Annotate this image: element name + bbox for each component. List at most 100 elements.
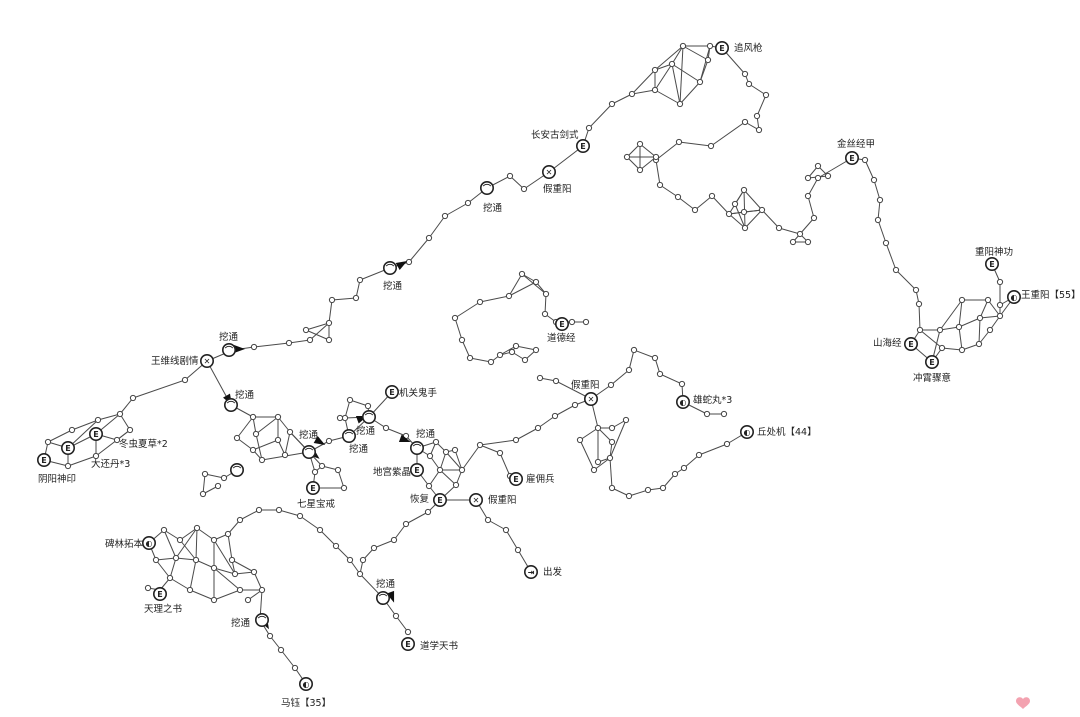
path-node <box>274 436 282 444</box>
path-node <box>166 574 174 582</box>
path-node <box>334 466 342 474</box>
dig-marker-icon[interactable]: ⌒ <box>224 397 239 412</box>
path-edge <box>508 281 537 297</box>
dig-marker-icon[interactable]: ⌒ <box>341 428 356 443</box>
path-node <box>502 526 510 534</box>
path-edge <box>239 509 260 521</box>
equip-marker-icon[interactable]: E <box>844 151 859 166</box>
path-node <box>810 214 818 222</box>
path-node <box>186 586 194 594</box>
dig-marker-icon[interactable]: ⌒ <box>222 342 237 357</box>
path-node <box>625 492 633 500</box>
path-node <box>356 570 364 578</box>
dig-marker-icon[interactable]: ⌒ <box>375 590 390 605</box>
path-node <box>296 512 304 520</box>
path-edge <box>132 379 186 399</box>
path-edge <box>734 203 746 229</box>
path-edge <box>579 427 599 441</box>
equip-marker-icon[interactable]: E <box>508 471 523 486</box>
path-node <box>514 546 522 554</box>
svg-text:E: E <box>513 475 518 484</box>
equip-marker-icon[interactable]: E <box>903 336 918 351</box>
equip-marker-icon[interactable]: E <box>554 316 569 331</box>
path-node <box>938 344 946 352</box>
label-watong-3: 挖通 <box>219 331 239 343</box>
path-edge <box>155 559 171 579</box>
path-node <box>274 413 282 421</box>
npc-marker-icon[interactable]: ◐ <box>1006 289 1021 304</box>
path-node <box>144 584 152 592</box>
path-node <box>675 138 683 146</box>
path-edge <box>683 454 700 469</box>
path-edge <box>895 269 917 291</box>
enemy-marker-icon[interactable]: ✕ <box>541 165 556 180</box>
svg-text:✕: ✕ <box>204 357 211 366</box>
equip-marker-icon[interactable]: E <box>60 440 75 455</box>
equip-marker-icon[interactable]: E <box>89 426 104 441</box>
npc-marker-icon[interactable]: ◐ <box>675 394 690 409</box>
label-watong-9: 挖通 <box>376 578 396 590</box>
path-node <box>277 646 285 654</box>
dig-marker-icon[interactable]: ⌒ <box>230 462 245 477</box>
path-edge <box>393 523 407 541</box>
equip-marker-icon[interactable]: E <box>409 462 424 477</box>
dig-marker-icon[interactable]: ⌒ <box>255 612 270 627</box>
equip-marker-icon[interactable]: E <box>305 480 320 495</box>
label-qiuchuji: 丘处机【44】 <box>757 426 817 438</box>
path-edge <box>554 404 576 417</box>
label-watong-6: 挖通 <box>416 428 436 440</box>
path-edge <box>939 299 963 331</box>
equip-marker-icon[interactable]: E <box>714 40 729 55</box>
equip-marker-icon[interactable]: E <box>400 636 415 651</box>
label-shanhaijing: 山海经 <box>873 337 902 349</box>
path-node <box>192 556 200 564</box>
dig-marker-icon[interactable]: ⌒ <box>409 440 424 455</box>
path-edge <box>253 571 263 591</box>
npc-marker-icon[interactable]: ◐ <box>298 676 313 691</box>
path-node <box>745 80 753 88</box>
enemy-marker-icon[interactable]: ✕ <box>200 353 215 368</box>
path-edge <box>444 202 469 217</box>
dig-marker-icon[interactable]: ⌒ <box>301 444 316 459</box>
path-node <box>741 224 749 232</box>
equip-marker-icon[interactable]: E <box>575 139 590 154</box>
path-edge <box>515 345 537 351</box>
dig-marker-icon[interactable]: ⌒ <box>361 409 376 424</box>
dig-marker-icon[interactable]: ⌒ <box>479 181 494 196</box>
path-node <box>113 436 121 444</box>
svg-text:✕: ✕ <box>473 496 480 505</box>
path-edge <box>958 317 981 328</box>
svg-text:◐: ◐ <box>1011 293 1018 302</box>
path-edge <box>309 322 330 341</box>
path-edge <box>179 527 198 541</box>
equip-marker-icon[interactable]: E <box>924 354 939 369</box>
label-qixingbaojie: 七星宝戒 <box>297 498 336 510</box>
enemy-marker-icon[interactable]: ✕ <box>583 391 598 406</box>
path-node <box>193 524 201 532</box>
svg-text:E: E <box>414 466 419 475</box>
npc-marker-icon[interactable]: ◐ <box>739 424 754 439</box>
label-jinsijingjia: 金丝经甲 <box>837 138 875 150</box>
equip-marker-icon[interactable]: E <box>984 256 999 271</box>
equip-marker-icon[interactable]: E <box>36 452 51 467</box>
dig-marker-icon[interactable]: ⌒ <box>382 260 397 275</box>
svg-text:⌒: ⌒ <box>412 443 421 453</box>
equip-marker-icon[interactable]: E <box>153 586 168 601</box>
npc-marker-icon[interactable]: ◐ <box>142 535 157 550</box>
path-node <box>199 490 207 498</box>
path-edge <box>169 557 177 579</box>
enemy-marker-icon[interactable]: ✕ <box>468 492 483 507</box>
path-node <box>882 239 890 247</box>
path-node <box>94 416 102 424</box>
svg-text:⌒: ⌒ <box>304 447 313 457</box>
path-node <box>432 438 440 446</box>
path-node <box>336 414 344 422</box>
equip-marker-icon[interactable]: E <box>384 384 399 399</box>
path-edge <box>179 539 197 561</box>
equip-marker-icon[interactable]: E <box>432 492 447 507</box>
path-node <box>608 438 616 446</box>
path-edge <box>255 416 279 435</box>
path-node <box>936 326 944 334</box>
exit-marker-icon[interactable]: ⇥ <box>523 564 538 579</box>
